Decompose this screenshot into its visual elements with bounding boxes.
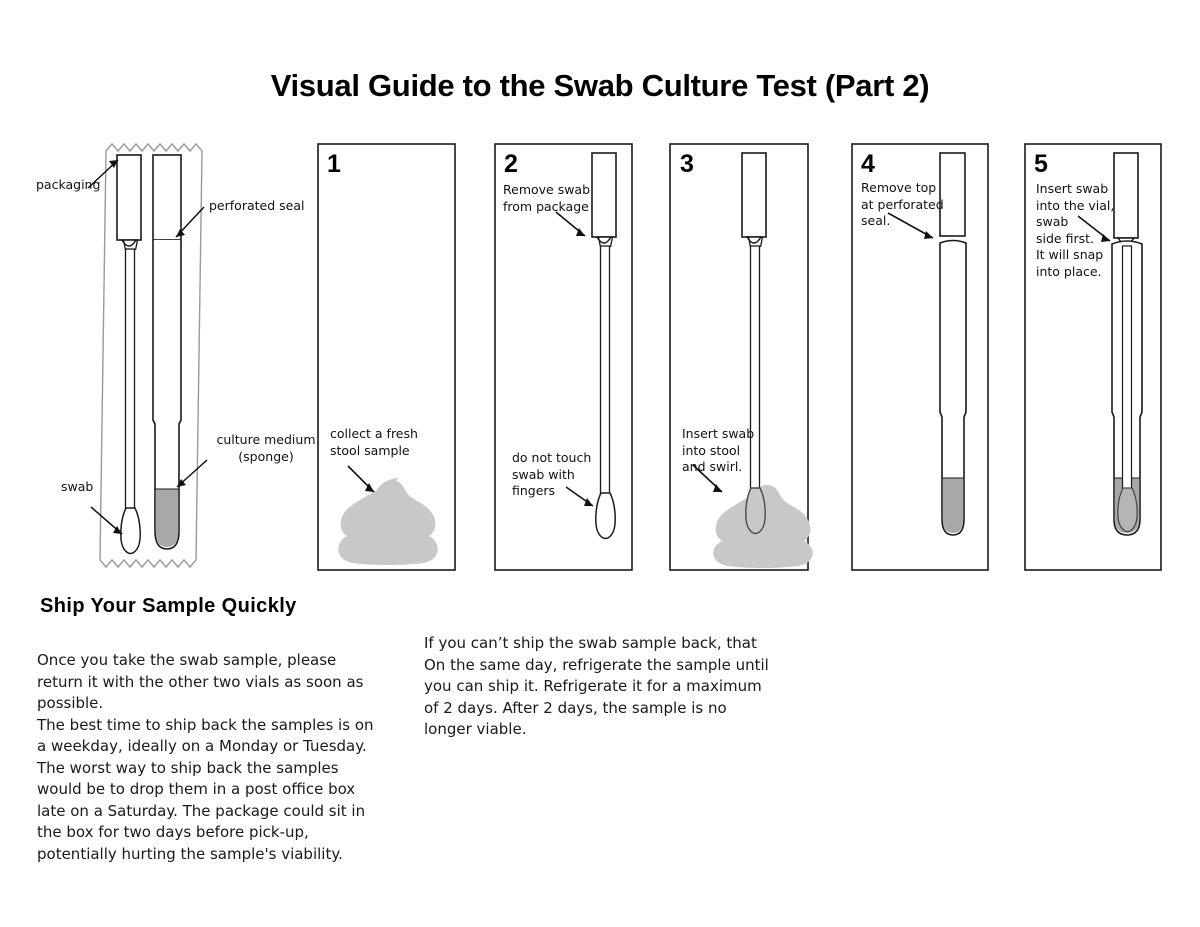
panel-number-2: 2 (504, 150, 518, 178)
page-title: Visual Guide to the Swab Culture Test (P… (270, 68, 930, 103)
label-swab: swab (61, 479, 94, 494)
panel-4-illustration (939, 152, 967, 536)
panel-1-illustration (338, 478, 438, 565)
label-packaging: packaging (36, 177, 101, 192)
panel-number-1: 1 (327, 150, 341, 178)
panel-5-illustration (1111, 152, 1143, 536)
panel-3-illustration (713, 152, 813, 568)
packaging-outline (99, 142, 203, 569)
panel-4-caption: Remove top at perforated seal. (861, 180, 944, 228)
panel-frame-3 (669, 143, 809, 571)
unopened-package-diagram (87, 142, 208, 569)
ship-section-right-column: If you can’t ship the swab sample back, … (424, 634, 769, 738)
panel-2-caption-top: Remove swab from package (503, 182, 591, 214)
vial-detached-top (939, 152, 966, 237)
panel-3-caption: Insert swab into stool and swirl. (682, 426, 755, 474)
culture-medium-fill (155, 489, 179, 547)
panel-number-4: 4 (861, 150, 875, 178)
panel-1-caption: collect a fresh stool sample (330, 426, 418, 458)
panel-2-caption-bottom: do not touch swab with fingers (512, 450, 592, 498)
label-culture-medium: culture medium (sponge) (216, 432, 316, 464)
package-swab (116, 154, 142, 555)
panel-4-culture-medium (942, 478, 964, 533)
panel-number-5: 5 (1034, 150, 1048, 178)
package-vial (152, 154, 182, 550)
label-perforated-seal: perforated seal (209, 198, 305, 213)
ship-section-left-column: Once you take the swab sample, please re… (37, 651, 374, 863)
panel-5-caption: Insert swab into the vial, swab side fir… (1036, 181, 1115, 279)
panel-number-3: 3 (680, 150, 694, 178)
panel-2-illustration (591, 152, 617, 540)
ship-section-heading: Ship Your Sample Quickly (40, 595, 297, 617)
vial-body (939, 239, 967, 536)
